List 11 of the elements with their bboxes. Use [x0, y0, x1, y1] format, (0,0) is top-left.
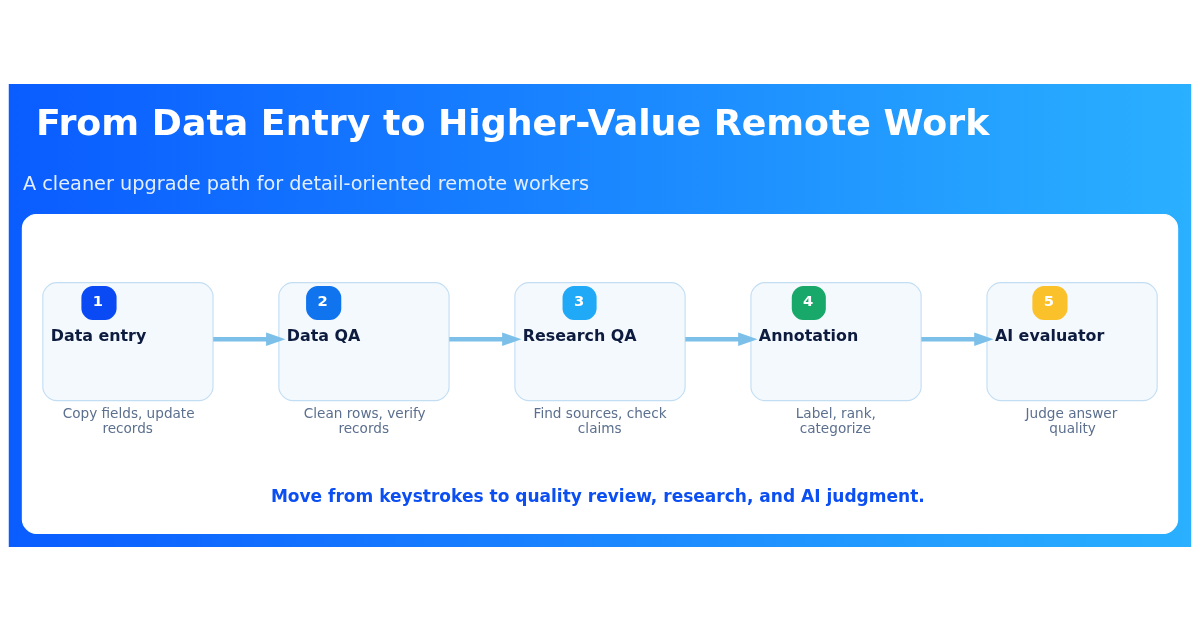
node-label: Judge answer quality [1025, 404, 1118, 436]
node-label: Label, rank, categorize [795, 404, 876, 436]
node-label: Find sources, check claims [533, 404, 667, 436]
arrow [921, 332, 994, 346]
node-label: Copy fields, update records [62, 404, 195, 436]
arrow [213, 332, 286, 346]
node-label: Clean rows, verify records [303, 404, 426, 436]
diagram-title: From Data Entry to Higher-Value Remote Work [36, 100, 990, 144]
arrow [449, 332, 522, 346]
label: A cleaner upgrade path for detail-oriented remote workers [22, 171, 590, 195]
arrow [685, 332, 758, 346]
